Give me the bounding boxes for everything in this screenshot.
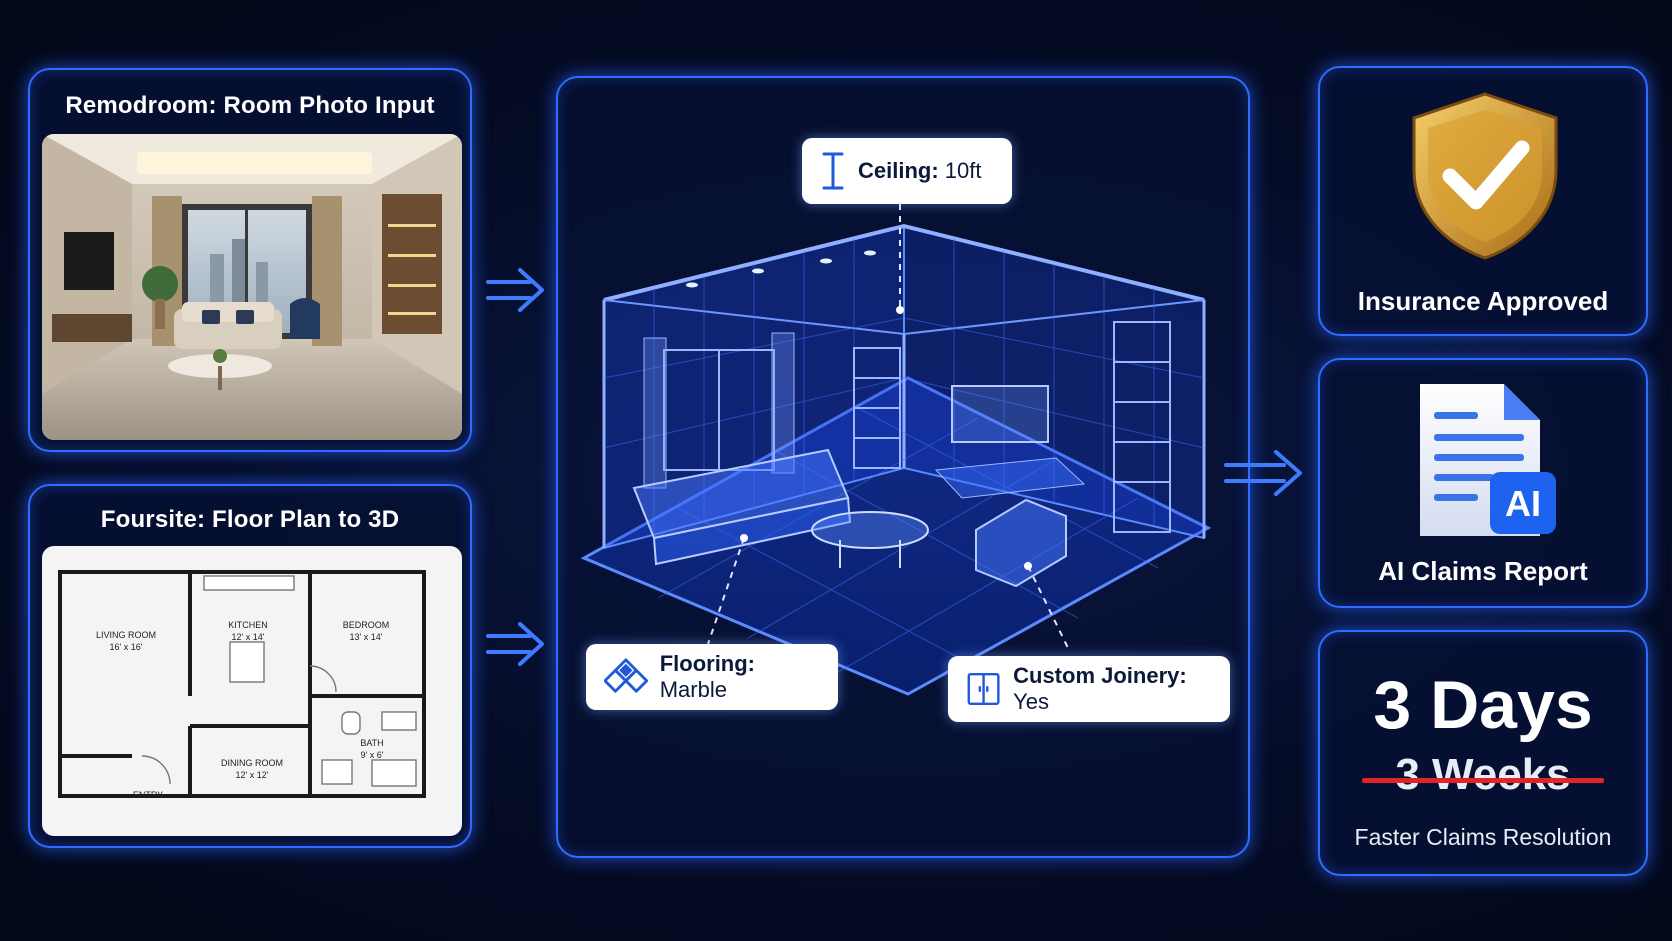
report-panel: AI AI Claims Report — [1318, 358, 1648, 608]
ceiling-label: Ceiling: — [858, 158, 939, 183]
room-label-kitchen: KITCHEN — [228, 620, 268, 630]
floor-plan-panel: Foursite: Floor Plan to 3D — [28, 484, 472, 848]
arrow-right-icon — [1224, 450, 1302, 496]
3d-model-panel: Ceiling: 10ft Flooring: Marble Custom Jo… — [556, 76, 1250, 858]
room-photo-panel: Remodroom: Room Photo Input — [28, 68, 472, 452]
insurance-panel: Insurance Approved — [1318, 66, 1648, 336]
joinery-label: Custom Joinery: — [1013, 663, 1187, 688]
strikethrough-line — [1362, 778, 1604, 783]
floor-plan-title: Foursite: Floor Plan to 3D — [100, 506, 400, 533]
old-time: 3 Weeks — [1395, 750, 1571, 799]
room-photo — [42, 134, 462, 440]
joinery-callout: Custom Joinery: Yes — [948, 656, 1230, 722]
room-label-bedroom: BEDROOM — [343, 620, 390, 630]
flooring-tiles-icon — [604, 658, 648, 693]
room-size-bedroom: 13' x 14' — [350, 632, 383, 642]
room-photo-title: Remodroom: Room Photo Input — [65, 92, 435, 119]
ai-badge: AI — [1505, 483, 1541, 524]
shield-check-icon — [1412, 92, 1558, 260]
room-label-living: LIVING ROOM — [96, 630, 156, 640]
document-ai-icon: AI — [1420, 384, 1556, 536]
resolution-time-panel: 3 Days 3 Weeks Faster Claims Resolution — [1318, 630, 1648, 876]
room-label-dining: DINING ROOM — [221, 758, 283, 768]
flooring-label: Flooring: — [659, 651, 756, 676]
report-label: AI Claims Report — [1378, 556, 1588, 586]
new-time: 3 Days — [1373, 667, 1593, 743]
cabinet-icon — [967, 673, 1000, 705]
room-size-kitchen: 12' x 14' — [232, 632, 265, 642]
room-label-entry: ENTRY — [133, 790, 163, 800]
ceiling-height-icon — [822, 152, 844, 190]
arrow-right-icon — [486, 622, 544, 666]
room-size-dining: 12' x 12' — [236, 770, 269, 780]
flooring-callout: Flooring: Marble — [586, 644, 838, 710]
room-size-bath: 9' x 6' — [361, 750, 384, 760]
floor-plan: LIVING ROOM 16' x 16' KITCHEN 12' x 14' … — [42, 546, 462, 836]
room-size-living: 16' x 16' — [110, 642, 143, 652]
insurance-label: Insurance Approved — [1357, 286, 1609, 316]
ceiling-callout: Ceiling: 10ft — [802, 138, 1012, 204]
wireframe-room — [580, 204, 1212, 696]
flooring-value: Marble — [659, 677, 727, 702]
room-label-bath: BATH — [360, 738, 383, 748]
arrow-right-icon — [486, 268, 544, 312]
ceiling-value: 10ft — [944, 158, 982, 183]
joinery-value: Yes — [1013, 689, 1050, 714]
resolution-caption: Faster Claims Resolution — [1354, 824, 1612, 850]
